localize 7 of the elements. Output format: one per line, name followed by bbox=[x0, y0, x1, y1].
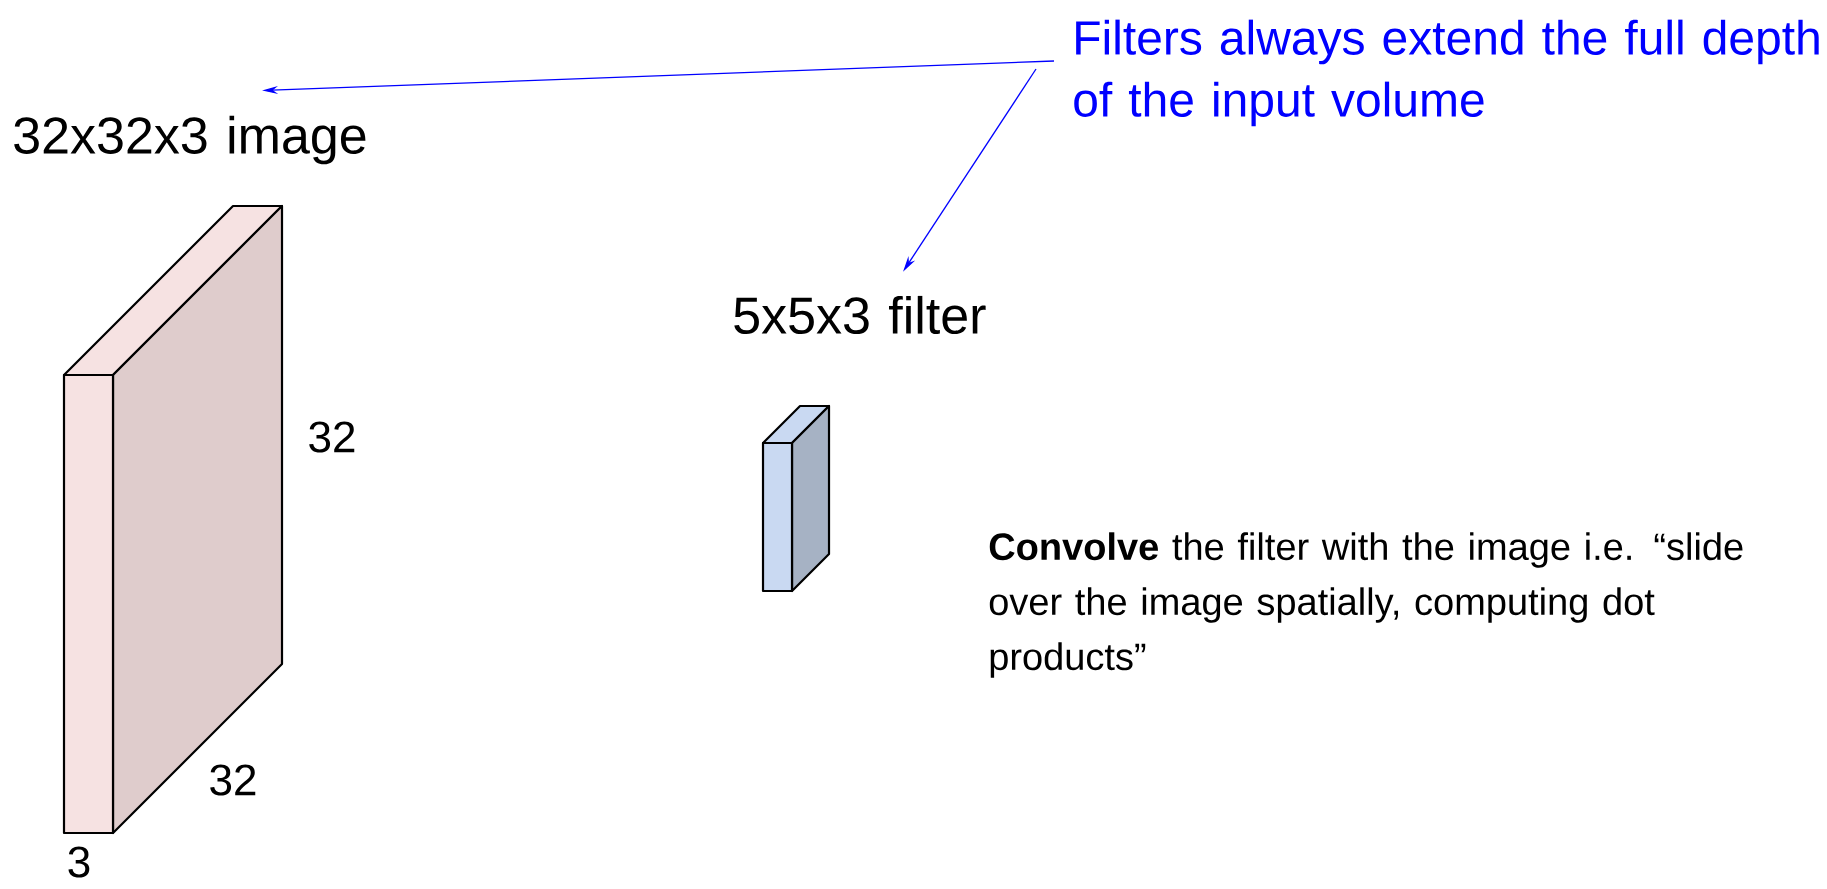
annotation-text: Filters always extend the full depth of the input volume bbox=[1074, 19, 1819, 127]
volume-label: 32x32x3 image bbox=[14, 115, 366, 165]
dimension-label: 32 bbox=[309, 421, 355, 453]
dimension-label: 3 bbox=[68, 846, 90, 878]
dimension-label: 32 bbox=[210, 764, 256, 796]
volume-label: 5x5x3 filter bbox=[734, 295, 986, 335]
description-text: Convolve the filter with the image i.e. “slide over the image spatially, computing dot products” bbox=[989, 532, 1743, 678]
